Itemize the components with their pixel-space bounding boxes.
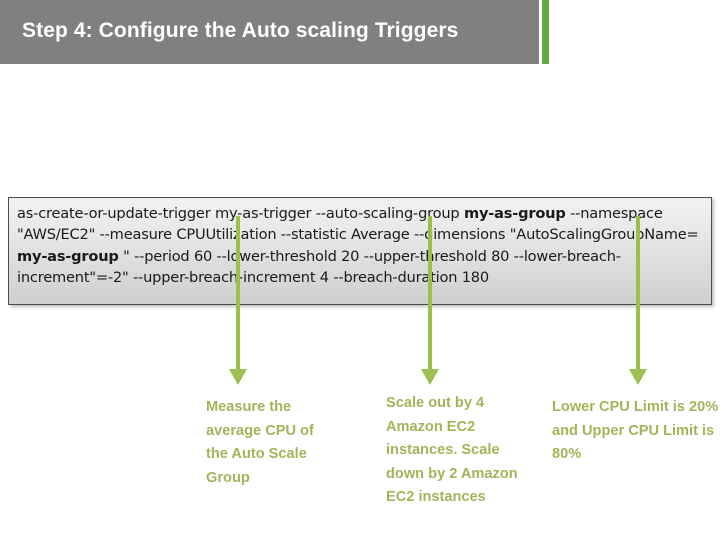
- command-token: " --period 60 --lower-threshold 20 --upp…: [17, 247, 621, 286]
- arrow-shaft: [236, 216, 240, 370]
- arrow-down-icon-scaling: [421, 216, 439, 386]
- callout-scaling: Scale out by 4 Amazon EC2 instances. Sca…: [386, 395, 518, 505]
- command-text: as-create-or-update-trigger my-as-trigge…: [17, 203, 709, 288]
- command-token: as-create-or-update-trigger my-as-trigge…: [17, 205, 464, 222]
- title-accent-bar: [542, 0, 549, 64]
- page-title: Step 4: Configure the Auto scaling Trigg…: [22, 19, 459, 42]
- arrow-head: [421, 369, 439, 385]
- arrow-shaft: [636, 216, 640, 370]
- callout-measure: Measure the average CPU of the Auto Scal…: [206, 399, 314, 486]
- command-bold-token: my-as-group: [463, 205, 566, 222]
- arrow-head: [229, 369, 247, 385]
- arrow-shaft: [428, 216, 432, 370]
- command-code-block: as-create-or-update-trigger my-as-trigge…: [8, 197, 712, 305]
- arrow-down-icon-threshold: [629, 216, 647, 386]
- title-bar: Step 4: Configure the Auto scaling Trigg…: [0, 0, 539, 64]
- arrow-down-icon-measure: [229, 216, 247, 386]
- callout-threshold: Lower CPU Limit is 20% and Upper CPU Lim…: [552, 399, 719, 462]
- command-bold-token: my-as-group: [17, 247, 119, 265]
- arrow-head: [629, 369, 647, 385]
